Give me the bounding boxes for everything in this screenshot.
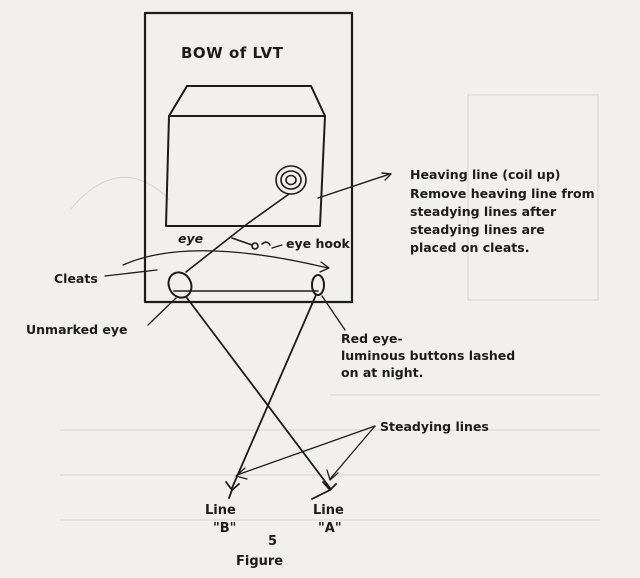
heaving-note-line-4: placed on cleats. — [410, 240, 529, 255]
heaving-note-line-2: steadying lines after — [410, 204, 557, 219]
bow-ramp — [165, 85, 326, 227]
eye-label: eye — [178, 231, 203, 246]
bleed-through-marks — [60, 94, 600, 521]
eye-hook — [231, 237, 271, 250]
title: BOW of LVT — [181, 44, 284, 62]
right-cleat — [311, 274, 325, 296]
heaving-note-line-3: steadying lines are — [410, 222, 545, 237]
figure-caption: Figure — [236, 554, 283, 569]
red-eye-label-2: luminous buttons lashed — [341, 348, 515, 363]
unmarked-eye-label: Unmarked eye — [26, 322, 128, 337]
line-a-end — [311, 481, 337, 500]
line-a-label-1: Line — [313, 503, 344, 518]
steadying-lines-label: Steadying lines — [380, 419, 489, 434]
leader-arrows — [104, 172, 392, 481]
heaving-line-label: Heaving line (coil up) — [410, 167, 561, 182]
left-cleat — [167, 271, 193, 299]
line-b-end — [225, 481, 240, 499]
cleats-label: Cleats — [54, 271, 98, 286]
bow-outline — [143, 11, 354, 304]
heaving-note-line-1: Remove heaving line from — [410, 186, 595, 201]
red-eye-label-1: Red eye- — [341, 331, 403, 346]
figure-number: 5 — [268, 534, 277, 549]
heaving-line-coil — [185, 165, 307, 273]
line-a-label-2: "A" — [318, 521, 342, 536]
steadying-lines — [186, 294, 331, 489]
red-eye-label-3: on at night. — [341, 365, 423, 380]
eye-hook-label: eye hook — [286, 236, 351, 251]
line-b-label-1: Line — [205, 503, 236, 518]
line-b-label-2: "B" — [213, 521, 236, 536]
